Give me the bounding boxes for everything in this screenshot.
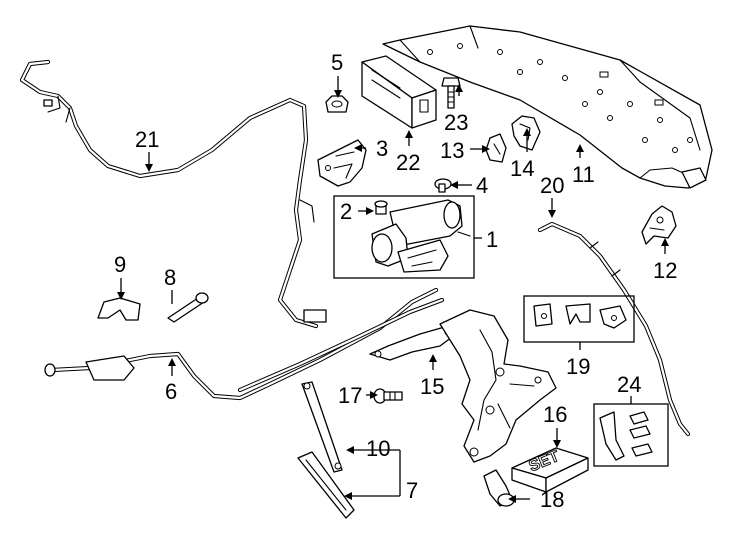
- pump-motor-assembly: [333, 195, 475, 279]
- screw-4: [434, 178, 452, 193]
- callout-2: 2: [340, 199, 352, 224]
- callout-1: 1: [486, 227, 498, 252]
- bumper-9: [97, 297, 141, 321]
- callout-3: 3: [376, 136, 388, 161]
- callout-19: 19: [566, 354, 590, 379]
- callout-labels: 1 2 3 4 5 6 7 8 9 10 11 12 13 14 15 16 1…: [114, 50, 677, 512]
- rear-frame-panel: [382, 25, 713, 189]
- link-10: [301, 381, 343, 473]
- control-module: [361, 55, 437, 129]
- callout-11: 11: [572, 162, 595, 187]
- callout-6: 6: [165, 379, 177, 404]
- actuator-18: [483, 469, 515, 507]
- link-15: [369, 325, 457, 361]
- callout-8: 8: [164, 265, 176, 290]
- callout-10: 10: [366, 436, 390, 461]
- callout-20: 20: [540, 173, 564, 198]
- callout-5: 5: [331, 50, 343, 75]
- callout-21: 21: [135, 127, 159, 152]
- leader-lines: [117, 76, 669, 503]
- callout-12: 12: [653, 258, 677, 283]
- hinge-linkage: [439, 309, 557, 463]
- callout-24: 24: [617, 372, 641, 397]
- callout-14: 14: [510, 156, 534, 181]
- callout-13: 13: [440, 138, 464, 163]
- bleeder-2: [374, 200, 388, 215]
- bolt-17: [373, 388, 403, 404]
- nut-5: [325, 95, 349, 113]
- callout-17: 17: [338, 383, 362, 408]
- callout-16: 16: [543, 402, 567, 427]
- callout-18: 18: [540, 487, 564, 512]
- callout-22: 22: [396, 150, 420, 175]
- fastener-set-24: [593, 403, 669, 467]
- callout-4: 4: [476, 173, 488, 198]
- callout-7: 7: [406, 478, 418, 503]
- pin-8: [167, 292, 209, 323]
- clip-set-19: [523, 295, 635, 343]
- bracket-3: [317, 139, 367, 187]
- link-7: [297, 451, 355, 519]
- bolt-23: [441, 77, 461, 109]
- hose-6: [44, 287, 445, 401]
- callout-23: 23: [444, 110, 468, 135]
- latch-bracket-12: [641, 205, 677, 245]
- clip-13: [485, 133, 507, 163]
- wiring-harness-21: [19, 59, 327, 329]
- callout-15: 15: [420, 374, 444, 399]
- callout-9: 9: [114, 252, 126, 277]
- cable-20: [537, 221, 691, 437]
- kit-box-16: SET: [511, 447, 589, 493]
